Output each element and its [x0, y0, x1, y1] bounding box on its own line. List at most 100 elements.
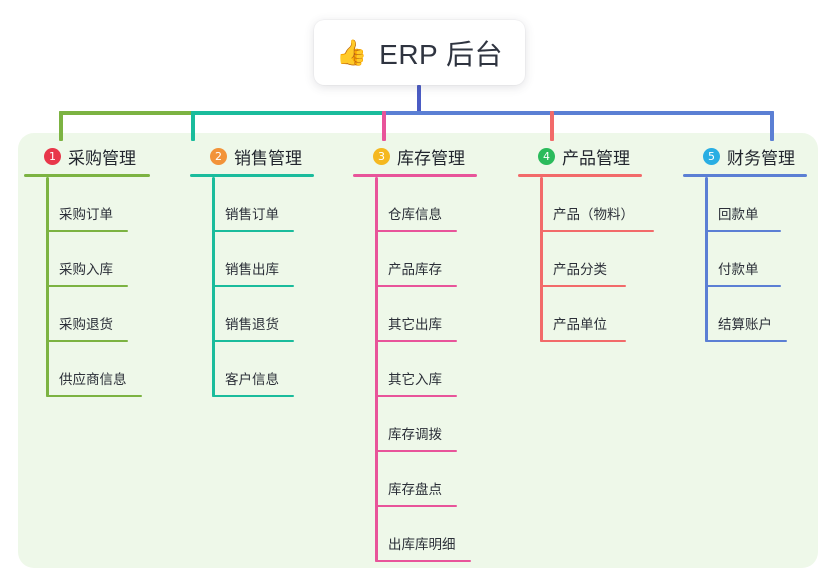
branch-item-underline: [540, 340, 626, 342]
branch-item-underline: [212, 395, 294, 397]
branch-item-label: 出库库明细: [388, 537, 456, 552]
branch-number-badge: 1: [44, 147, 61, 165]
branch-underline: [353, 174, 477, 177]
branch-item[interactable]: 其它入库: [353, 342, 523, 397]
branch-item-label: 产品（物料）: [553, 207, 634, 222]
branch-item[interactable]: 产品分类: [518, 232, 693, 287]
horizontal-connector-segment-2: [191, 111, 384, 115]
branch-item-list: 采购订单采购入库采购退货供应商信息: [24, 177, 184, 397]
branch-item-label: 客户信息: [225, 372, 279, 387]
branch-item-underline: [705, 285, 781, 287]
branch-drop-connector-1: [59, 111, 63, 141]
branch-spine: [212, 177, 215, 397]
branch-item-label: 采购入库: [59, 262, 113, 277]
branch-item-label: 仓库信息: [388, 207, 442, 222]
branch-item-underline: [375, 395, 457, 397]
branch-item[interactable]: 结算账户: [683, 287, 823, 342]
branch-item-label: 产品分类: [553, 262, 607, 277]
branch-item[interactable]: 库存盘点: [353, 452, 523, 507]
branch-item-underline: [46, 340, 128, 342]
branch-item-list: 回款单付款单结算账户: [683, 177, 823, 342]
branch-item[interactable]: 采购入库: [24, 232, 184, 287]
branch-item-underline: [212, 230, 294, 232]
branch-item[interactable]: 采购退货: [24, 287, 184, 342]
branch-item[interactable]: 客户信息: [190, 342, 350, 397]
horizontal-connector-segment-3: [382, 111, 774, 115]
branch-number-badge: 5: [703, 147, 720, 165]
branch-underline: [683, 174, 807, 177]
branch-item-label: 产品单位: [553, 317, 607, 332]
branch-item-label: 其它入库: [388, 372, 442, 387]
branch-underline: [24, 174, 150, 177]
thumbs-up-icon: 👍: [336, 38, 368, 67]
branch-item-underline: [705, 230, 781, 232]
branch-title: 销售管理: [234, 148, 302, 168]
branch-item[interactable]: 产品库存: [353, 232, 523, 287]
branch-item[interactable]: 产品（物料）: [518, 177, 693, 232]
branch-underline: [190, 174, 314, 177]
branch-item-label: 产品库存: [388, 262, 442, 277]
branch-header-销售管理[interactable]: 2 销售管理: [190, 141, 350, 171]
branch-item-label: 库存调拨: [388, 427, 442, 442]
branch-item-underline: [375, 560, 471, 562]
branch-item-label: 供应商信息: [59, 372, 127, 387]
branch-item-underline: [212, 340, 294, 342]
branch-item[interactable]: 销售出库: [190, 232, 350, 287]
branch-item-label: 采购退货: [59, 317, 113, 332]
mindmap-panel-background: [18, 133, 818, 568]
branch-item-label: 其它出库: [388, 317, 442, 332]
branch-spine: [46, 177, 49, 397]
branch-number-badge: 4: [538, 147, 555, 165]
branch-item[interactable]: 仓库信息: [353, 177, 523, 232]
branch-spine: [540, 177, 543, 342]
branch-item[interactable]: 其它出库: [353, 287, 523, 342]
branch-item-label: 销售出库: [225, 262, 279, 277]
branch-item[interactable]: 销售退货: [190, 287, 350, 342]
branch-item-underline: [212, 285, 294, 287]
branch-number-badge: 2: [210, 147, 227, 165]
branch-item-underline: [46, 230, 128, 232]
branch-item-underline: [46, 395, 142, 397]
branch-item-label: 采购订单: [59, 207, 113, 222]
branch-spine: [375, 177, 378, 562]
root-stem-connector: [417, 85, 421, 113]
branch-item-underline: [375, 285, 457, 287]
branch-item[interactable]: 库存调拨: [353, 397, 523, 452]
branch-item-label: 结算账户: [718, 317, 772, 332]
horizontal-connector-segment-1: [59, 111, 193, 115]
branch-drop-connector-3: [382, 111, 386, 141]
branch-item-underline: [375, 230, 457, 232]
branch-item-underline: [540, 230, 654, 232]
branch-item[interactable]: 采购订单: [24, 177, 184, 232]
branch-item[interactable]: 付款单: [683, 232, 823, 287]
branch-item[interactable]: 产品单位: [518, 287, 693, 342]
branch-item-list: 销售订单销售出库销售退货客户信息: [190, 177, 350, 397]
branch-item[interactable]: 出库库明细: [353, 507, 523, 562]
branch-item-list: 仓库信息产品库存其它出库其它入库库存调拨库存盘点出库库明细: [353, 177, 523, 562]
branch-item-label: 回款单: [718, 207, 759, 222]
branch-drop-connector-5: [770, 111, 774, 141]
branch-item-underline: [46, 285, 128, 287]
branch-item-underline: [375, 505, 457, 507]
branch-column-销售管理: 2 销售管理销售订单销售出库销售退货客户信息: [190, 141, 350, 397]
branch-underline: [518, 174, 642, 177]
branch-item-underline: [375, 340, 457, 342]
branch-spine: [705, 177, 708, 342]
root-node-content: 👍 ERP 后台: [336, 33, 503, 73]
root-node-card[interactable]: 👍 ERP 后台: [314, 20, 525, 85]
branch-title: 库存管理: [397, 148, 465, 168]
branch-item-label: 库存盘点: [388, 482, 442, 497]
branch-item[interactable]: 供应商信息: [24, 342, 184, 397]
branch-item-underline: [540, 285, 626, 287]
branch-item[interactable]: 回款单: [683, 177, 823, 232]
branch-item[interactable]: 销售订单: [190, 177, 350, 232]
branch-item-label: 付款单: [718, 262, 759, 277]
